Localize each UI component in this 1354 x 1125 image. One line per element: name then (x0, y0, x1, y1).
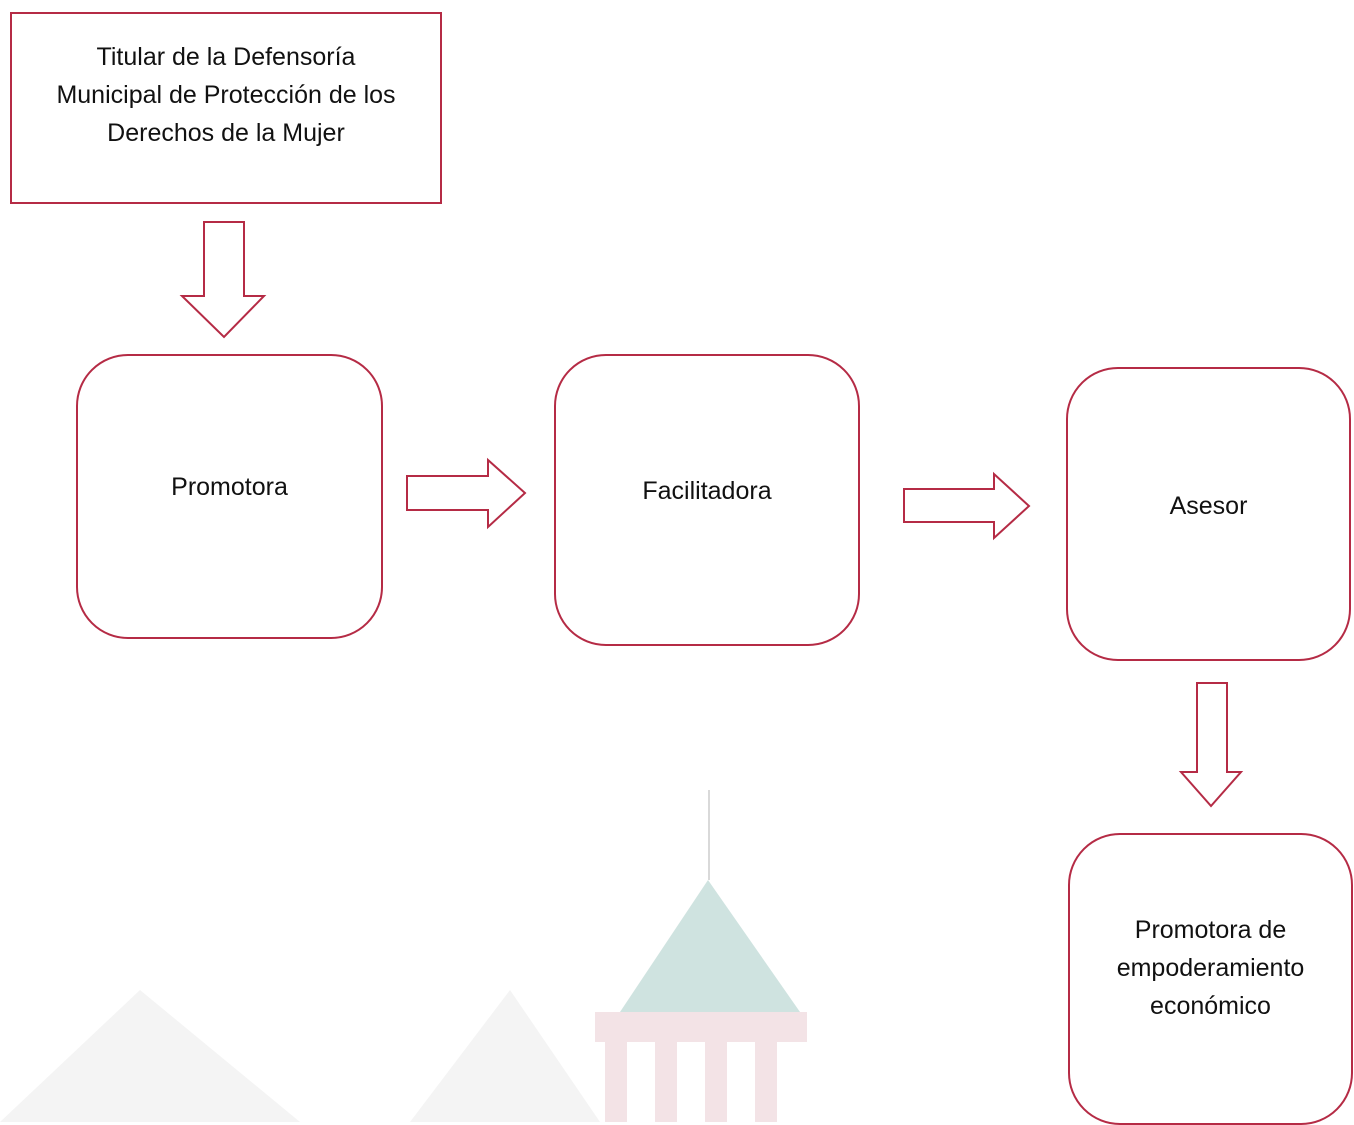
node-titular-defensoria: Titular de la Defensoría Municipal de Pr… (10, 12, 442, 204)
arrow-down-titular-to-promotora (179, 221, 267, 339)
node-promotora: Promotora (76, 354, 383, 639)
node-empoderamiento-label: Promotora de empoderamiento económico (1116, 916, 1305, 1020)
node-asesor: Asesor (1066, 367, 1351, 661)
watermark-cornice (595, 1012, 807, 1042)
node-facilitadora: Facilitadora (554, 354, 860, 646)
arrow-down-asesor-to-empoderamiento (1178, 682, 1244, 808)
watermark-column-2 (655, 1042, 677, 1122)
node-asesor-label: Asesor (1169, 492, 1248, 520)
watermark-column-4 (755, 1042, 777, 1122)
arrow-right-promotora-to-facilitadora (406, 457, 527, 530)
watermark-roof (620, 880, 800, 1012)
watermark-triangle-left (0, 990, 300, 1122)
node-titular-label: Titular de la Defensoría Municipal de Pr… (56, 43, 396, 147)
node-promotora-empoderamiento: Promotora de empoderamiento económico (1068, 833, 1353, 1125)
arrow-right-facilitadora-to-asesor (903, 471, 1031, 541)
watermark-triangle-middle (410, 990, 600, 1122)
watermark-column-1 (605, 1042, 627, 1122)
node-promotora-label: Promotora (171, 473, 288, 501)
watermark-column-3 (705, 1042, 727, 1122)
node-facilitadora-label: Facilitadora (642, 477, 772, 505)
